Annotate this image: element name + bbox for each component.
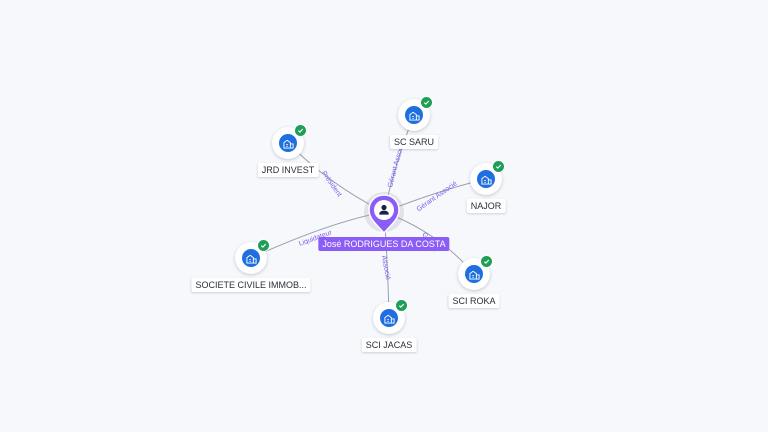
building-icon — [380, 309, 398, 327]
node-circle — [235, 239, 270, 274]
node-circle — [398, 96, 433, 131]
check-icon — [492, 160, 505, 173]
node-label: SCI JACAS — [361, 338, 417, 352]
check-icon — [257, 239, 270, 252]
node-label: NAJOR — [466, 199, 506, 213]
node-circle — [470, 160, 505, 195]
node-circle — [373, 299, 408, 334]
node-circle — [272, 124, 307, 159]
node-label: SOCIETE CIVILE IMMOB... — [191, 278, 311, 292]
edge-role-label: Président — [320, 170, 343, 198]
center-name-label: José RODRIGUES DA COSTA — [318, 237, 450, 251]
edge-role-label: Associé — [380, 255, 391, 280]
node-label: JRD INVEST — [257, 163, 319, 177]
building-icon — [465, 265, 483, 283]
node-circle — [458, 255, 493, 290]
location-pin-icon — [368, 194, 400, 234]
check-icon — [480, 255, 493, 268]
node-label: SC SARU — [389, 135, 439, 149]
check-icon — [420, 96, 433, 109]
check-icon — [395, 299, 408, 312]
edge-role-label: Gérant Associé — [416, 180, 459, 213]
node-label: SCI ROKA — [448, 294, 500, 308]
building-icon — [242, 249, 260, 267]
building-icon — [405, 106, 423, 124]
check-icon — [294, 124, 307, 137]
building-icon — [279, 134, 297, 152]
person-icon — [379, 204, 389, 215]
building-icon — [477, 170, 495, 188]
